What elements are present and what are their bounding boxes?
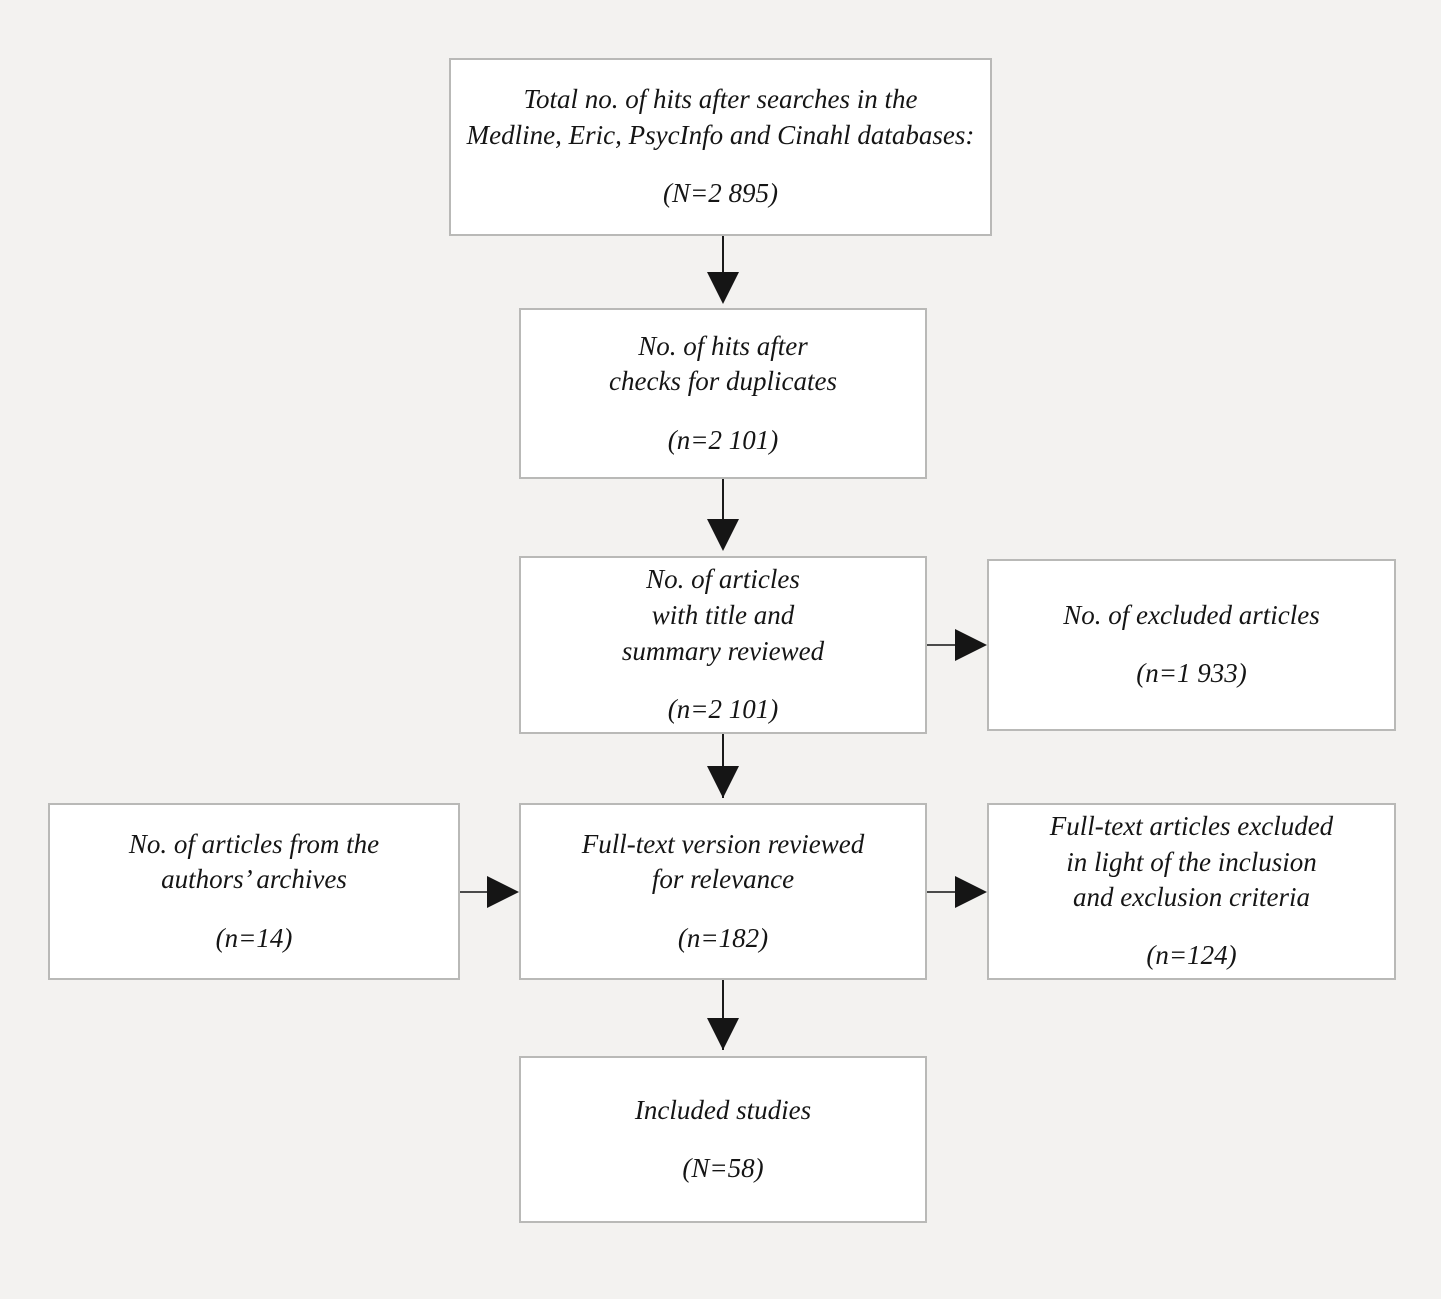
node-included-studies-count: (N=58) [682, 1152, 764, 1183]
arrow-down-icon [707, 766, 739, 798]
node-authors-archives: No. of articles from the authors’ archiv… [48, 803, 460, 980]
arrow-right-icon [955, 629, 987, 661]
node-title-summary-line-1: No. of articles [646, 564, 800, 595]
node-fulltext-excluded: Full-text articles excluded in light of … [987, 803, 1396, 980]
node-included-studies: Included studies (N=58) [519, 1056, 927, 1223]
node-after-duplicates-line-2: checks for duplicates [609, 366, 837, 397]
node-included-studies-line-1: Included studies [634, 1094, 812, 1125]
arrow-down-icon [707, 272, 739, 304]
edge-line [460, 891, 502, 893]
edge-line [722, 236, 724, 301]
edge-line [722, 980, 724, 1050]
node-fulltext-excluded-count: (n=124) [1146, 940, 1237, 971]
node-total-hits-line-2: Medline, Eric, PsycInfo and Cinahl datab… [466, 119, 975, 150]
edge-line [927, 891, 969, 893]
node-after-duplicates: No. of hits after checks for duplicates … [519, 308, 927, 479]
node-title-summary-line-2: with title and [651, 600, 795, 631]
node-authors-archives-line-2: authors’ archives [161, 864, 347, 895]
arrow-right-icon [955, 876, 987, 908]
node-total-hits: Total no. of hits after searches in the … [449, 58, 992, 236]
node-fulltext-reviewed-line-2: for relevance [651, 864, 795, 895]
node-authors-archives-count: (n=14) [215, 922, 293, 953]
edge-line [722, 479, 724, 549]
edge-line [927, 644, 969, 646]
node-excluded-articles-count: (n=1 933) [1136, 658, 1247, 689]
node-total-hits-line-1: Total no. of hits after searches in the [523, 84, 918, 115]
node-fulltext-reviewed-count: (n=182) [677, 922, 769, 953]
node-fulltext-excluded-line-1: Full-text articles excluded [1049, 810, 1334, 841]
node-title-summary-count: (n=2 101) [667, 693, 779, 724]
node-total-hits-count: (N=2 895) [663, 178, 778, 209]
node-excluded-articles-line-1: No. of excluded articles [1063, 600, 1320, 631]
arrow-right-icon [487, 876, 519, 908]
node-fulltext-reviewed: Full-text version reviewed for relevance… [519, 803, 927, 980]
node-fulltext-excluded-line-3: and exclusion criteria [1073, 882, 1310, 913]
node-title-summary-line-3: summary reviewed [621, 635, 825, 666]
node-fulltext-excluded-line-2: in light of the inclusion [1066, 846, 1317, 877]
node-after-duplicates-count: (n=2 101) [667, 424, 779, 455]
node-fulltext-reviewed-line-1: Full-text version reviewed [581, 828, 865, 859]
node-authors-archives-line-1: No. of articles from the [128, 828, 380, 859]
node-excluded-articles: No. of excluded articles (n=1 933) [987, 559, 1396, 731]
arrow-down-icon [707, 519, 739, 551]
node-after-duplicates-line-1: No. of hits after [638, 330, 808, 361]
arrow-down-icon [707, 1018, 739, 1050]
node-title-summary-reviewed: No. of articles with title and summary r… [519, 556, 927, 734]
